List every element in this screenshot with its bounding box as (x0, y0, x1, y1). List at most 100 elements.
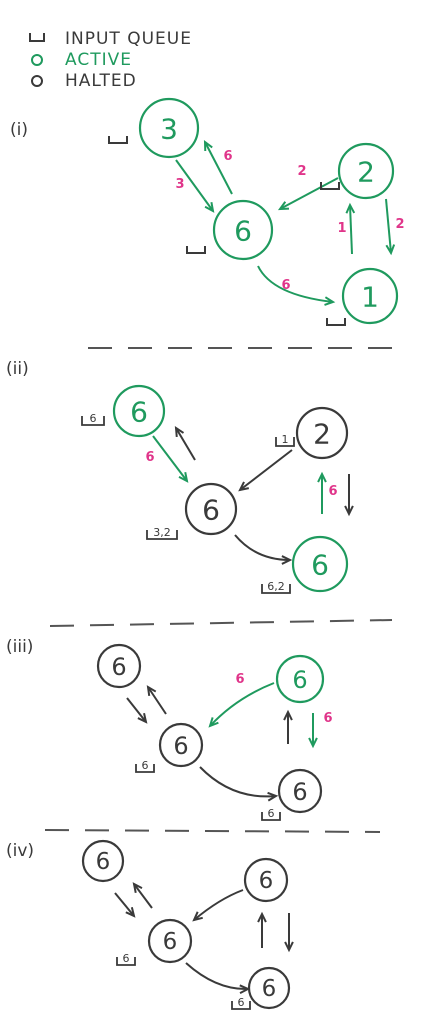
section-iv: (iv) 6 6 6 6 6 6 (6, 839, 294, 1010)
queue-value: 3,2 (153, 526, 171, 539)
edge-b-a (133, 883, 153, 909)
queue-value: 6 (238, 996, 245, 1009)
edge-c-b (209, 682, 275, 727)
queue-d: 6 (231, 996, 251, 1010)
section-label: (i) (10, 120, 28, 140)
edges (114, 882, 294, 995)
arrowhead-icon (238, 481, 250, 492)
edge-c-b (239, 449, 293, 491)
edge-b-a (204, 141, 233, 195)
edge-label: 3 (175, 177, 184, 192)
halted-circle-icon (31, 75, 43, 87)
node-c: 6 (243, 857, 289, 903)
edge-b-a (147, 686, 167, 715)
queue-value: 1 (282, 433, 289, 446)
active-circle-icon (31, 54, 43, 66)
node-value: 1 (361, 281, 379, 314)
edge-c-b (279, 177, 339, 210)
node-a: 6 (112, 384, 166, 438)
separator-3 (44, 829, 381, 833)
node-value: 6 (202, 494, 220, 527)
edge-b-d (199, 766, 277, 798)
edge-b-d (234, 534, 291, 561)
node-c: 6 (275, 654, 325, 704)
node-value: 6 (163, 929, 178, 955)
arrowhead-icon (344, 505, 354, 517)
edge-label: 2 (395, 217, 404, 232)
legend-active: ACTIVE (65, 50, 132, 70)
arrowhead-icon (146, 685, 157, 697)
legend-input-queue: INPUT QUEUE (65, 29, 192, 49)
queue-b: 3,2 (146, 526, 178, 540)
queue-a: 6 (81, 412, 105, 426)
queue-b (186, 246, 206, 254)
arrowhead-icon (385, 244, 396, 256)
section-label: (ii) (6, 359, 29, 379)
queue-b: 6 (116, 952, 136, 966)
arrowhead-icon (267, 791, 279, 802)
section-label: (iii) (6, 637, 33, 657)
separators (44, 347, 400, 833)
arrowhead-icon (137, 712, 148, 724)
edge-label: 6 (323, 711, 332, 726)
edge-c-b (193, 889, 244, 921)
queue-b: 6 (135, 759, 155, 773)
edge-label: 6 (235, 672, 244, 687)
node-b: 6 (212, 199, 274, 261)
edges: 66 (126, 672, 333, 802)
node-value: 6 (173, 732, 188, 760)
node-a: 6 (96, 643, 142, 689)
node-b: 6 (147, 918, 193, 964)
node-value: 6 (311, 549, 329, 582)
queue-value: 6 (123, 952, 130, 965)
section-ii: (ii) 66 6 6 2 6 6 3,2 1 6,2 (6, 359, 354, 594)
node-b: 6 (184, 482, 238, 536)
node-value: 6 (130, 396, 148, 429)
separator-2 (49, 619, 393, 627)
queue-value: 6 (268, 807, 275, 820)
queue-c: 1 (275, 433, 295, 447)
edge-label: 6 (281, 278, 290, 293)
edges: 66 (145, 426, 354, 565)
node-value: 6 (259, 868, 274, 894)
queue-value: 6 (142, 759, 149, 772)
arrowhead-icon (283, 709, 293, 721)
arrowhead-icon (203, 139, 213, 152)
node-value: 3 (160, 113, 178, 146)
arrowhead-icon (308, 737, 318, 749)
arrowhead-icon (132, 882, 143, 894)
queue-value: 6,2 (267, 580, 285, 593)
arrowhead-icon (257, 911, 267, 923)
edge-label: 6 (328, 484, 337, 499)
arrowhead-icon (345, 202, 356, 214)
arrowhead-icon (178, 471, 189, 483)
node-c: 2 (295, 406, 349, 460)
node-d: 6 (277, 768, 323, 814)
section-iii: (iii) 66 6 6 6 6 6 6 (6, 637, 333, 821)
queue-d (326, 318, 346, 326)
arrowhead-icon (284, 941, 294, 953)
node-a: 3 (138, 97, 200, 159)
arrowhead-icon (174, 426, 185, 438)
node-b: 6 (158, 722, 204, 768)
queue-d: 6 (261, 807, 281, 821)
arrowhead-icon (192, 911, 203, 922)
queue-bracket-icon (29, 33, 45, 42)
legend-halted: HALTED (65, 71, 137, 91)
arrowhead-icon (277, 201, 290, 211)
edge-label: 2 (297, 164, 306, 179)
edge-b-a (175, 427, 196, 461)
node-value: 2 (313, 418, 331, 451)
arrowhead-icon (125, 907, 136, 918)
edge-a-b (175, 159, 214, 212)
edge-label: 6 (145, 450, 154, 465)
queue-c (320, 182, 340, 190)
edge-b-d (257, 265, 334, 303)
arrowhead-icon (324, 296, 336, 306)
legend: INPUT QUEUE ACTIVE HALTED (29, 29, 192, 91)
edge-c-d (385, 198, 392, 254)
arrowhead-icon (208, 717, 219, 728)
